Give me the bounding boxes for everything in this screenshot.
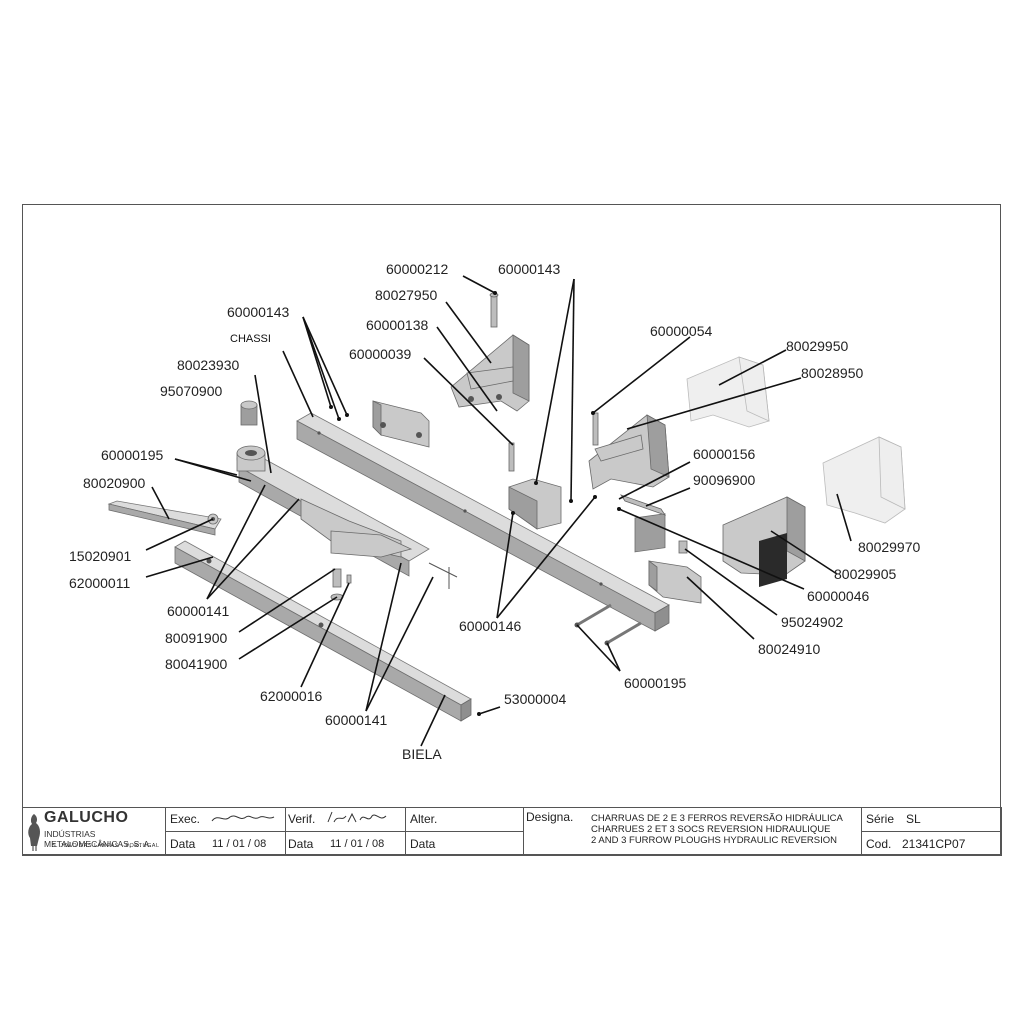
bracket-80024910 <box>648 560 702 604</box>
designation-en: 2 AND 3 FURROW PLOUGHS HYDRAULIC REVERSI… <box>591 835 837 846</box>
data-label-exec: Data <box>170 837 196 851</box>
rooster-logo-icon <box>28 814 40 851</box>
bush-95024902 <box>678 540 688 554</box>
label-60000156: 60000156 <box>693 446 756 462</box>
company-address: S. JOÃO DAS LAMPAS - PORTUGAL <box>52 843 160 849</box>
bolt-60000039 <box>508 442 515 472</box>
label-60000212: 60000212 <box>386 261 449 277</box>
designation-pt: CHARRUAS DE 2 E 3 FERROS REVERSÃO HIDRÁU… <box>591 813 843 824</box>
support-80027950 <box>450 334 530 412</box>
data-value-exec: 11 / 01 / 08 <box>212 838 267 850</box>
mount-plate-center <box>508 478 562 530</box>
label-53000004: 53000004 <box>504 691 567 707</box>
biela-beam <box>174 540 472 722</box>
label-60000141-a: 60000141 <box>167 603 230 619</box>
label-80020900: 80020900 <box>83 475 146 491</box>
bracket-plate-left <box>372 400 430 448</box>
label-80029950: 80029950 <box>786 338 849 354</box>
alter-label: Alter. <box>410 812 438 826</box>
exec-label: Exec. <box>170 812 201 826</box>
label-60000141-b: 60000141 <box>325 712 388 728</box>
ghost-part-80029970 <box>822 436 906 524</box>
label-80091900: 80091900 <box>165 630 228 646</box>
verif-label: Verif. <box>288 812 316 826</box>
company-name: GALUCHO <box>44 809 129 826</box>
data-label-alter: Data <box>410 837 436 851</box>
label-60000138: 60000138 <box>366 317 429 333</box>
serie-value: SL <box>906 812 921 826</box>
exec-signature <box>211 815 275 822</box>
ghost-part-80029950 <box>686 356 770 428</box>
label-95024902: 95024902 <box>781 614 844 630</box>
label-62000011: 62000011 <box>69 575 130 591</box>
label-80023930: 80023930 <box>177 357 240 373</box>
exploded-parts-diagram: 60000212 60000143 80027950 60000138 6000… <box>69 261 921 762</box>
label-80028950: 80028950 <box>801 365 864 381</box>
drawing-frame: 60000212 60000143 80027950 60000138 6000… <box>22 204 1001 855</box>
label-60000195-right: 60000195 <box>624 675 687 691</box>
label-60000143-left: 60000143 <box>227 304 290 320</box>
front-frame-assembly <box>236 445 458 589</box>
leader-lines <box>145 275 852 747</box>
bolt-60000212 <box>489 292 499 328</box>
label-60000195-left: 60000195 <box>101 447 164 463</box>
company-subtitle: INDÚSTRIAS METALOMECÂNICAS, S. A. <box>44 829 152 849</box>
label-60000054: 60000054 <box>650 323 713 339</box>
leader-dots <box>329 291 621 716</box>
company-logo: GALUCHO INDÚSTRIAS METALOMECÂNICAS, S. A… <box>22 807 165 856</box>
verif-signature <box>327 811 387 823</box>
label-80024910: 80024910 <box>758 641 821 657</box>
label-80041900: 80041900 <box>165 656 228 672</box>
label-95070900: 95070900 <box>160 383 223 399</box>
cod-label: Cod. <box>866 837 892 851</box>
title-block: GALUCHO INDÚSTRIAS METALOMECÂNICAS, S. A… <box>22 807 1002 856</box>
data-label-verif: Data <box>288 837 314 851</box>
designation-fr: CHARRUES 2 ET 3 SOCS REVERSION HIDRAULIQ… <box>591 824 831 835</box>
part-labels: 60000212 60000143 80027950 60000138 6000… <box>69 261 921 762</box>
label-90096900: 90096900 <box>693 472 756 488</box>
data-value-verif: 11 / 01 / 08 <box>330 838 385 850</box>
bush-95070900 <box>240 400 258 426</box>
support-80028950 <box>588 412 670 490</box>
serie-label: Série <box>866 812 895 826</box>
block-80029905 <box>722 496 806 587</box>
label-80029905: 80029905 <box>834 566 897 582</box>
label-15020901: 15020901 <box>69 548 132 564</box>
chassis-beam <box>296 412 670 632</box>
label-biela: BIELA <box>402 746 442 762</box>
label-60000039: 60000039 <box>349 346 412 362</box>
label-80027950: 80027950 <box>375 287 438 303</box>
label-chassi: CHASSI <box>230 333 271 345</box>
link-arm-80020900 <box>107 500 222 536</box>
label-62000016: 62000016 <box>260 688 323 704</box>
designa-label: Designa. <box>526 810 574 824</box>
label-60000143-top: 60000143 <box>498 261 561 277</box>
label-60000046: 60000046 <box>807 588 870 604</box>
pin-90096900 <box>620 494 666 516</box>
cod-value: 21341CP07 <box>902 837 966 851</box>
label-60000146: 60000146 <box>459 618 522 634</box>
label-80029970: 80029970 <box>858 539 921 555</box>
